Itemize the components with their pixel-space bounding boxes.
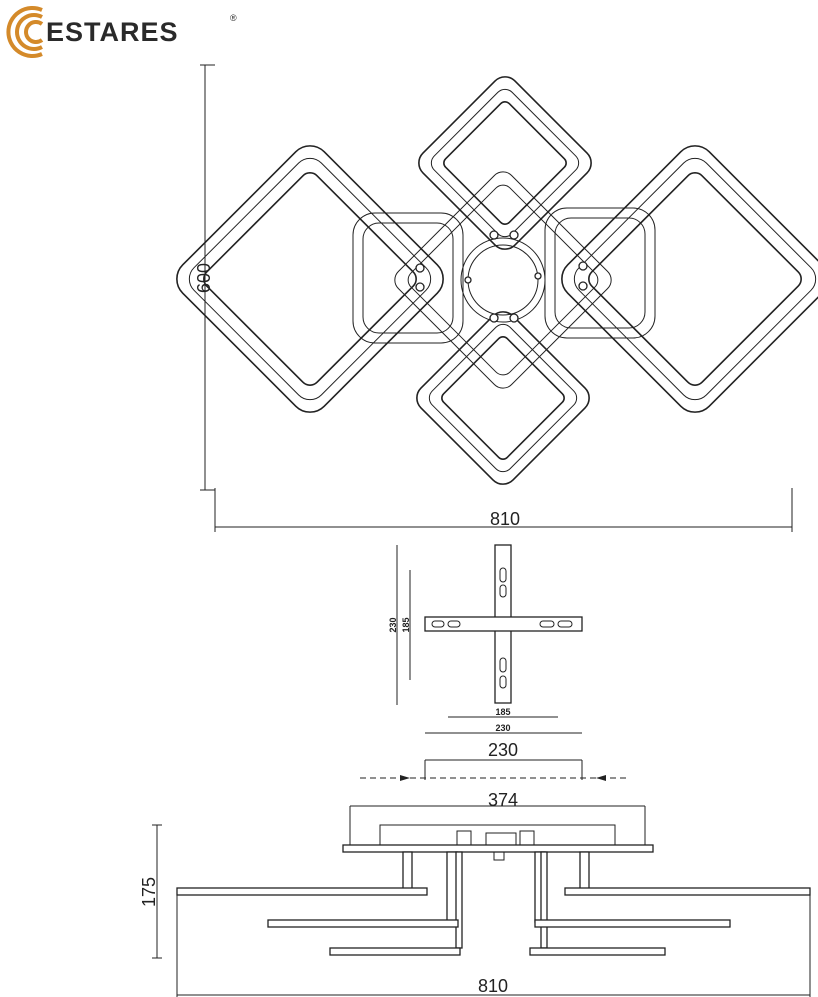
- support-rods: [402, 851, 590, 949]
- mounting-bracket-view: 230 185 185 230: [388, 544, 583, 734]
- small-square-right: [544, 207, 656, 339]
- side-top-width-label: 230: [488, 740, 518, 760]
- top-view-width-label: 810: [490, 509, 520, 529]
- side-canopy-width-label: 374: [488, 790, 518, 810]
- side-view: 230 374: [139, 740, 811, 997]
- bracket-inner-width-label: 185: [495, 707, 510, 717]
- bracket-horizontal-bar: [424, 616, 583, 632]
- arrow-right-icon: [596, 775, 606, 781]
- central-hub-ring: [460, 237, 546, 323]
- canopy-cover: [379, 824, 616, 846]
- arm-upper-left: [176, 887, 428, 896]
- diamond-right: [561, 145, 818, 413]
- brand-logo: ESTARES ®: [4, 4, 244, 60]
- arm-lower-left: [329, 947, 461, 956]
- arm-middle-left: [267, 919, 459, 928]
- diamond-bottom: [416, 311, 590, 485]
- bracket-inner-height-label: 185: [401, 617, 411, 632]
- lamp-arms: [176, 887, 811, 956]
- top-view: 600 810: [176, 64, 818, 532]
- diamond-center: [394, 171, 612, 389]
- diamond-center-inner: [407, 184, 599, 376]
- brand-registered-mark: ®: [230, 13, 237, 23]
- brand-arc-icon: [6, 6, 44, 58]
- arm-lower-right: [529, 947, 666, 956]
- screw-bosses: [415, 230, 588, 323]
- bracket-outer-height-label: 230: [388, 617, 398, 632]
- side-width-label: 810: [478, 976, 508, 996]
- side-height-label: 175: [139, 877, 159, 907]
- small-square-left: [352, 212, 464, 344]
- bracket-outer-width-label: 230: [495, 723, 510, 733]
- driver-box: [456, 830, 535, 861]
- bracket-slots: [431, 567, 573, 689]
- arm-upper-right: [564, 887, 811, 896]
- brand-name: ESTARES: [46, 17, 179, 47]
- diamond-top: [418, 76, 592, 250]
- arrow-left-icon: [400, 775, 410, 781]
- canopy-plate: [342, 844, 654, 853]
- central-hub-inner: [467, 244, 539, 316]
- arm-middle-right: [534, 919, 731, 928]
